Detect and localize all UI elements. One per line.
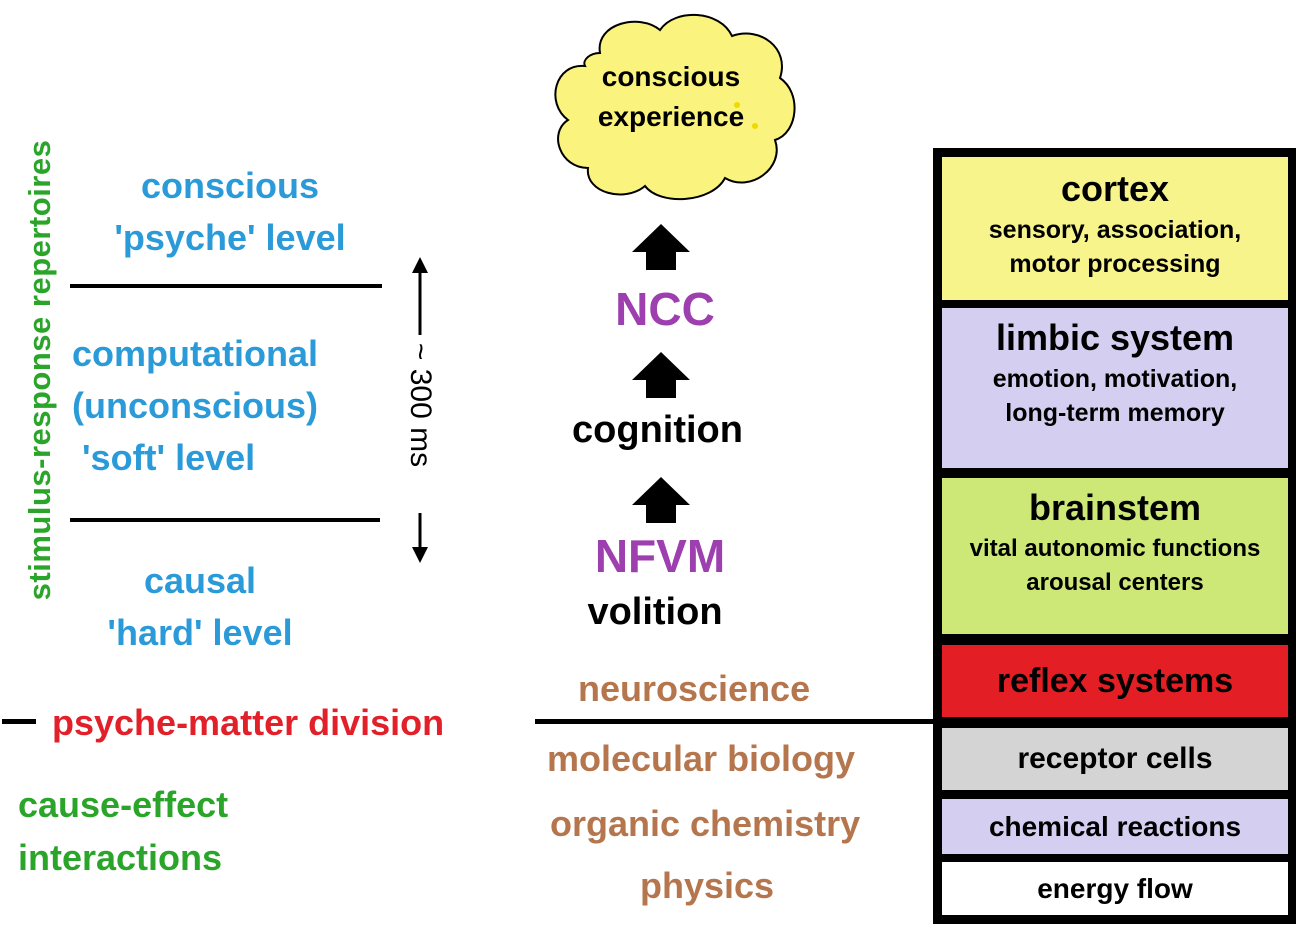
layer-brainstem-title: brainstem [1028, 487, 1202, 528]
layer-brainstem: brainstem vital autonomic functions arou… [942, 478, 1288, 634]
nfvm-label: NFVM [594, 530, 726, 582]
layer-cortex: cortex sensory, association, motor proce… [942, 157, 1288, 300]
layer-brainstem-sub1: vital autonomic functions [969, 535, 1261, 562]
conscious-level-line2: 'psyche' level [114, 217, 346, 258]
conscious-level-label: conscious 'psyche' level [70, 160, 390, 264]
timing-arrow [412, 257, 428, 563]
up-arrow-icon [412, 257, 428, 335]
division-label: psyche-matter division [52, 702, 445, 743]
block-up-arrow-icon [632, 224, 690, 270]
conscious-level-line1: conscious [140, 165, 320, 206]
layer-limbic-sub2: long-term memory [1005, 399, 1225, 427]
layer-limbic-title: limbic system [995, 317, 1235, 358]
block-up-arrow-icon [632, 352, 690, 398]
causal-level-label: causal 'hard' level [40, 555, 360, 659]
ncc-label: NCC [615, 283, 715, 335]
lower-level-divider [70, 518, 380, 522]
layer-limbic-system: limbic system emotion, motivation, long-… [942, 308, 1288, 468]
cause-effect-label: cause-effect interactions [18, 778, 228, 884]
cloud-line2: experience [597, 101, 745, 132]
stimulus-response-label: stimulus-response repertoires [22, 139, 57, 601]
computational-level-line3: 'soft' level [82, 437, 256, 478]
down-arrow-icon [412, 513, 428, 563]
division-line-right [535, 719, 935, 724]
layer-reflex-systems: reflex systems [942, 645, 1288, 717]
volition-label: volition [587, 591, 723, 633]
layer-energy-flow: energy flow [942, 862, 1288, 915]
layer-receptor-cells: receptor cells [942, 728, 1288, 790]
computational-level-line1: computational [72, 333, 319, 374]
layer-brainstem-sub2: arousal centers [1026, 569, 1204, 596]
cause-effect-line2: interactions [18, 837, 223, 878]
computational-level-label: computational (unconscious) 'soft' level [72, 328, 318, 484]
cause-effect-line1: cause-effect [18, 784, 229, 825]
causal-level-line1: causal [143, 560, 257, 601]
cloud-line1: conscious [601, 61, 741, 92]
layer-cortex-sub1: sensory, association, [988, 216, 1242, 244]
layer-chemical-reactions: chemical reactions [942, 799, 1288, 854]
layer-limbic-sub1: emotion, motivation, [992, 365, 1238, 393]
layer-cortex-sub2: motor processing [1009, 250, 1221, 278]
discipline-molecular-biology: molecular biology [547, 738, 856, 779]
computational-level-line2: (unconscious) [72, 385, 319, 426]
division-line-left [2, 719, 36, 724]
discipline-neuroscience: neuroscience [578, 668, 811, 709]
cloud-shape [554, 13, 796, 201]
discipline-physics: physics [640, 865, 775, 906]
block-up-arrow-icon [632, 477, 690, 523]
layer-cortex-title: cortex [1060, 168, 1170, 209]
discipline-organic-chemistry: organic chemistry [550, 803, 861, 844]
causal-level-line2: 'hard' level [107, 612, 293, 653]
upper-level-divider [70, 284, 382, 288]
cloud-text: conscious experience [540, 57, 802, 137]
cognition-label: cognition [572, 409, 743, 451]
time-label: ~ 300 ms [404, 342, 437, 468]
